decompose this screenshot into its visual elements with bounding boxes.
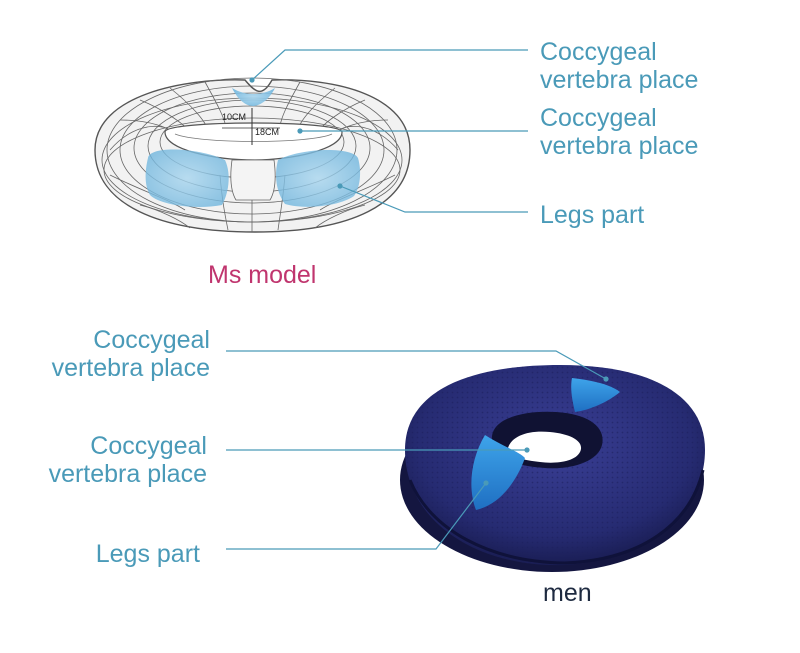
bottom-leader-lines xyxy=(226,350,609,550)
top-callout-coccygeal-2: Coccygeal vertebra place xyxy=(540,104,698,160)
dimension-outer-label: 18CM xyxy=(255,127,280,137)
bottom-callout-coccygeal-1: Coccygeal vertebra place xyxy=(52,326,210,382)
bottom-callout-coccygeal-2: Coccygeal vertebra place xyxy=(49,432,207,488)
callout-line1: Legs part xyxy=(95,540,200,568)
callout-line2: vertebra place xyxy=(540,66,699,94)
callout-line1: Coccygeal xyxy=(93,326,210,354)
caption-men: men xyxy=(543,579,592,607)
dimension-inner-label: 10CM xyxy=(222,112,247,122)
bottom-callout-legs: Legs part xyxy=(96,540,200,568)
callout-line1: Coccygeal xyxy=(540,38,657,66)
callout-line2: vertebra place xyxy=(48,460,207,488)
top-callout-legs: Legs part xyxy=(540,201,644,229)
navy-cushion xyxy=(400,365,705,572)
callout-line1: Coccygeal xyxy=(540,104,657,132)
callout-line1: Legs part xyxy=(540,201,645,229)
wireframe-cushion xyxy=(94,77,411,233)
top-leader-lines xyxy=(249,49,528,213)
callout-line2: vertebra place xyxy=(540,132,699,160)
top-callout-coccygeal-1: Coccygeal vertebra place xyxy=(540,38,698,94)
callout-line1: Coccygeal xyxy=(90,432,207,460)
callout-line2: vertebra place xyxy=(51,354,210,382)
caption-ms-model: Ms model xyxy=(208,261,317,289)
